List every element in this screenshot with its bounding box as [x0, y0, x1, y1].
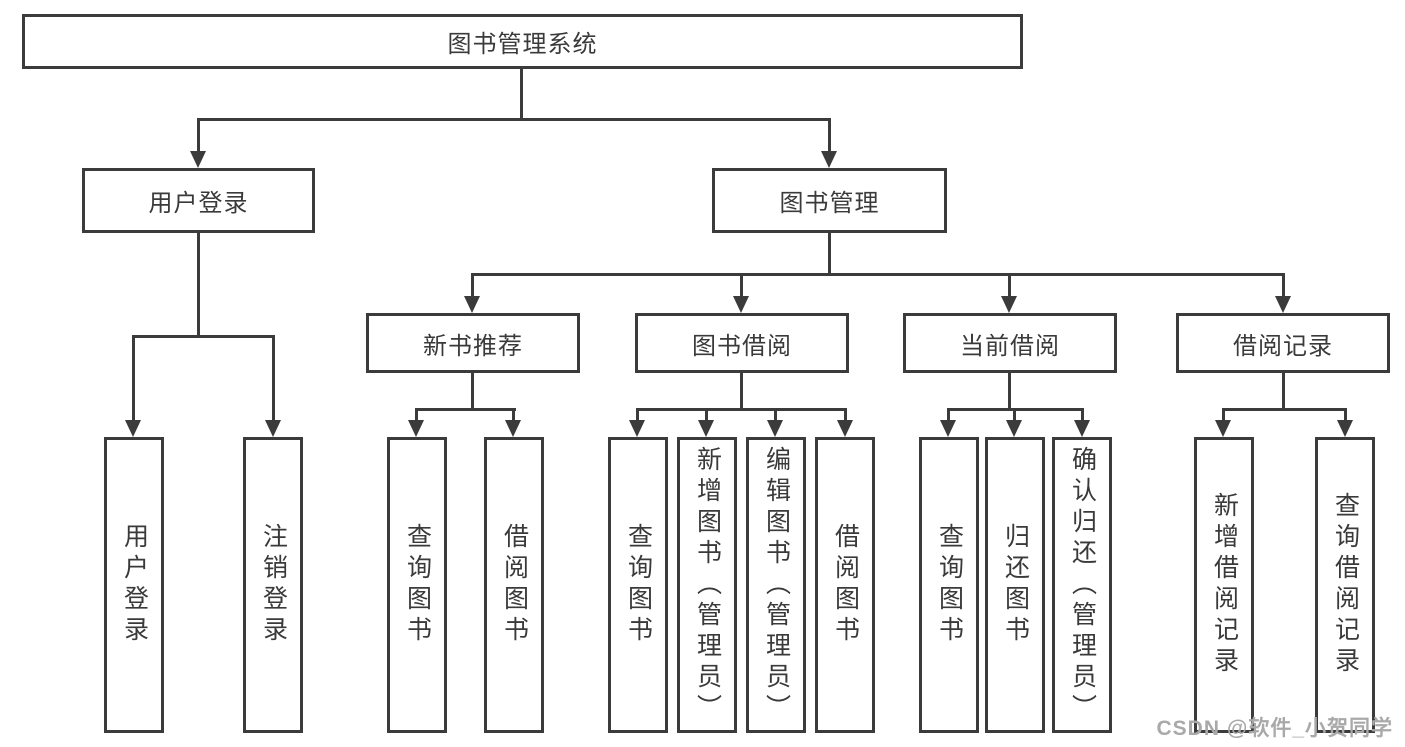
- connector: [828, 233, 831, 276]
- arrow-down-icon: [837, 420, 853, 437]
- connector: [132, 335, 275, 338]
- arrow-down-icon: [733, 296, 749, 313]
- arrow-down-icon: [265, 420, 281, 437]
- connector: [1081, 411, 1084, 422]
- connector: [415, 411, 418, 422]
- leaf-return-book: 归还图书: [985, 437, 1045, 733]
- leaf-label: 用户登录: [120, 523, 149, 647]
- leaf-label: 借阅图书: [831, 523, 860, 647]
- connector: [740, 373, 743, 411]
- node-label: 新书推荐: [423, 332, 523, 360]
- connector: [740, 276, 743, 298]
- arrow-down-icon: [1006, 420, 1022, 437]
- node-borrow-records: 借阅记录: [1176, 313, 1390, 373]
- connector: [471, 373, 474, 411]
- connector: [132, 338, 135, 422]
- connector: [1282, 373, 1285, 411]
- connector: [1222, 411, 1225, 422]
- connector: [828, 121, 831, 153]
- leaf-label: 新增图书（管理员）: [693, 445, 722, 725]
- connector: [197, 233, 200, 338]
- connector: [636, 411, 639, 422]
- node-user-login: 用户登录: [82, 168, 315, 233]
- leaf-label: 归还图书: [1001, 523, 1030, 647]
- connector: [520, 69, 523, 121]
- node-label: 图书借阅: [692, 332, 792, 360]
- node-label: 用户登录: [148, 190, 249, 217]
- arrow-down-icon: [505, 420, 521, 437]
- connector: [272, 338, 275, 422]
- arrow-down-icon: [1215, 420, 1231, 437]
- arrow-down-icon: [125, 420, 141, 437]
- leaf-label: 查询图书: [935, 523, 964, 647]
- connector: [1344, 411, 1347, 422]
- arrow-down-icon: [190, 151, 206, 168]
- leaf-logout: 注销登录: [243, 437, 303, 733]
- connector: [636, 408, 847, 411]
- leaf-query-borrow-record: 查询借阅记录: [1315, 437, 1375, 733]
- connector: [947, 411, 950, 422]
- node-label: 当前借阅: [960, 332, 1060, 360]
- arrow-down-icon: [698, 420, 714, 437]
- arrow-down-icon: [1001, 296, 1017, 313]
- connector: [512, 411, 515, 422]
- connector: [415, 408, 516, 411]
- connector: [705, 411, 708, 422]
- connector: [1013, 411, 1016, 422]
- node-library-system: 图书管理系统: [22, 14, 1023, 69]
- connector: [1222, 408, 1347, 411]
- leaf-label: 查询图书: [624, 523, 653, 647]
- node-new-book-recommend: 新书推荐: [366, 313, 580, 373]
- leaf-query-books-borrow: 查询图书: [608, 437, 668, 733]
- arrow-down-icon: [629, 420, 645, 437]
- leaf-query-books-recommend: 查询图书: [387, 437, 447, 733]
- node-book-borrow: 图书借阅: [635, 313, 849, 373]
- node-label: 图书管理: [779, 190, 880, 217]
- connector: [844, 411, 847, 422]
- connector: [197, 121, 200, 153]
- arrow-down-icon: [1074, 420, 1090, 437]
- arrow-down-icon: [464, 296, 480, 313]
- arrow-down-icon: [1275, 296, 1291, 313]
- node-current-borrow: 当前借阅: [903, 313, 1117, 373]
- leaf-confirm-return-admin: 确认归还（管理员）: [1052, 437, 1112, 733]
- leaf-label: 编辑图书（管理员）: [762, 445, 791, 725]
- leaf-label: 借阅图书: [500, 523, 529, 647]
- leaf-borrow-books-recommend: 借阅图书: [484, 437, 544, 733]
- leaf-label: 新增借阅记录: [1210, 492, 1239, 678]
- leaf-query-books-current: 查询图书: [919, 437, 979, 733]
- arrow-down-icon: [767, 420, 783, 437]
- leaf-add-borrow-record: 新增借阅记录: [1194, 437, 1254, 733]
- node-book-management: 图书管理: [712, 168, 947, 233]
- connector: [197, 118, 831, 121]
- node-label: 借阅记录: [1233, 332, 1333, 360]
- leaf-label: 注销登录: [259, 523, 288, 647]
- csdn-watermark: CSDN @软件_小贺同学: [1156, 717, 1393, 740]
- connector: [1008, 276, 1011, 298]
- leaf-add-book-admin: 新增图书（管理员）: [677, 437, 737, 733]
- connector: [1282, 276, 1285, 298]
- leaf-label: 确认归还（管理员）: [1068, 445, 1097, 725]
- arrow-down-icon: [408, 420, 424, 437]
- connector: [947, 408, 1084, 411]
- leaf-user-login: 用户登录: [104, 437, 164, 733]
- leaf-borrow-books: 借阅图书: [815, 437, 875, 733]
- arrow-down-icon: [1337, 420, 1353, 437]
- connector: [774, 411, 777, 422]
- connector: [471, 273, 1285, 276]
- connector: [471, 276, 474, 298]
- connector: [1008, 373, 1011, 411]
- leaf-label: 查询借阅记录: [1331, 492, 1360, 678]
- leaf-edit-book-admin: 编辑图书（管理员）: [746, 437, 806, 733]
- arrow-down-icon: [821, 151, 837, 168]
- leaf-label: 查询图书: [403, 523, 432, 647]
- arrow-down-icon: [940, 420, 956, 437]
- node-label: 图书管理系统: [447, 31, 598, 58]
